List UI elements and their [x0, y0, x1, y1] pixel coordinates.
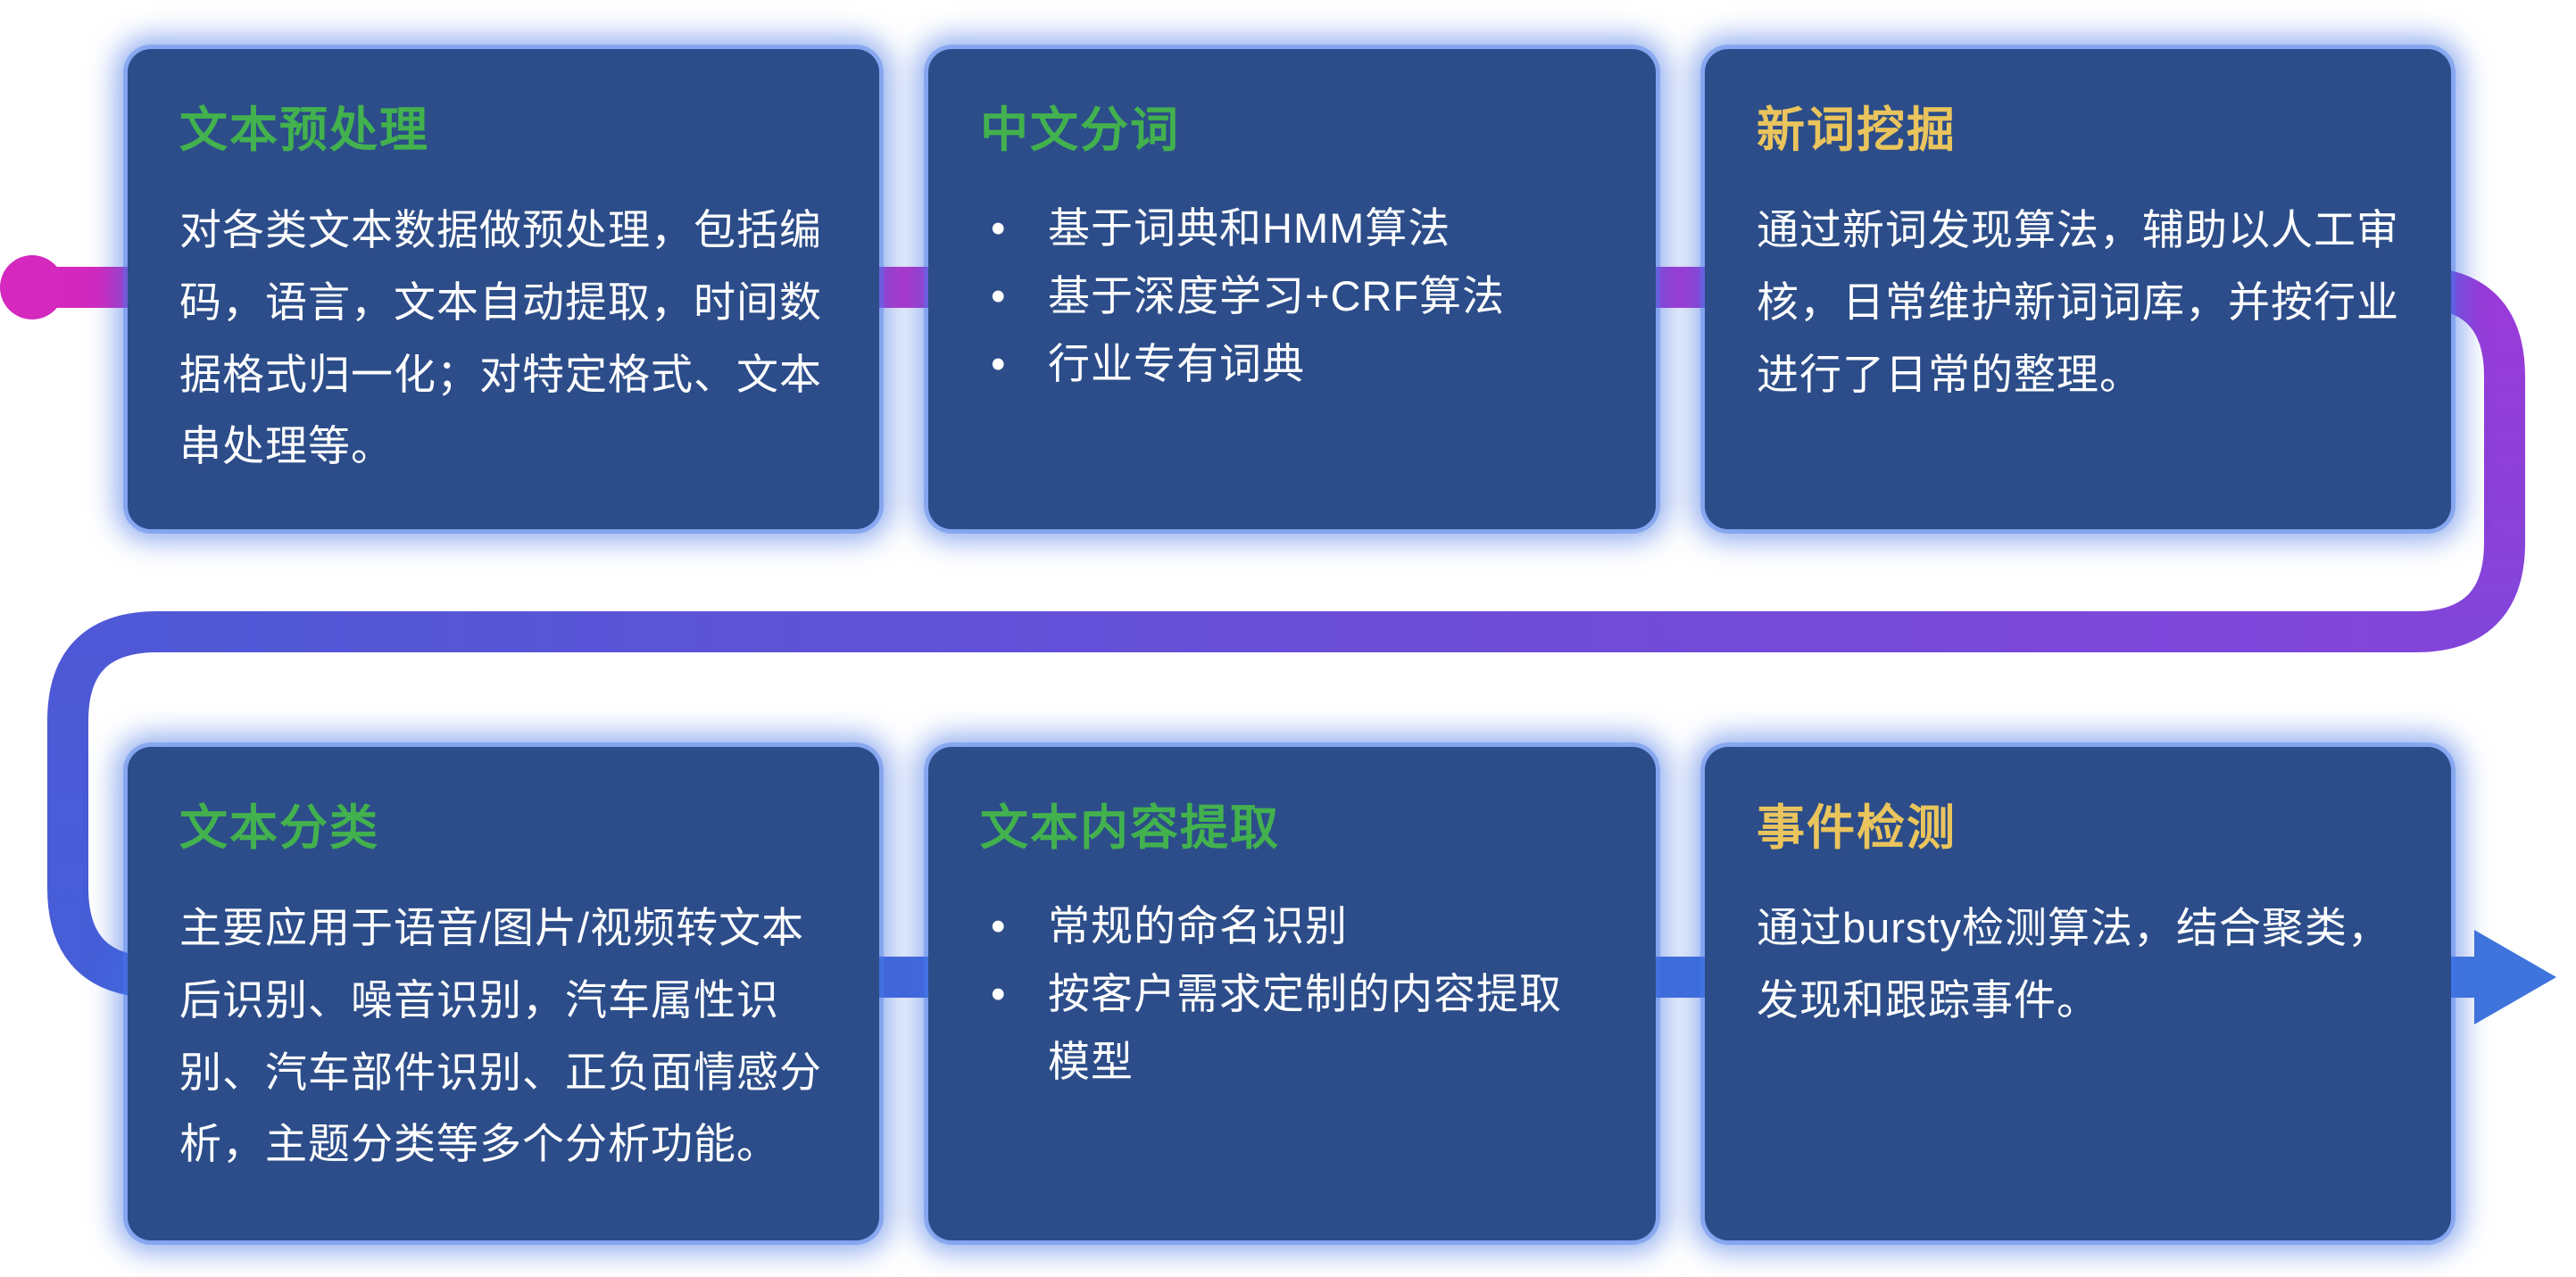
card-body: 通过bursty检测算法，结合聚类，发现和跟踪事件。 — [1757, 904, 2390, 1024]
card-text-classification: 文本分类 主要应用于语音/图片/视频转文本后识别、噪音识别，汽车属性识别、汽车部… — [128, 747, 879, 1240]
card-title: 事件检测 — [1757, 801, 1957, 855]
bullet-item: 基于词典和HMM算法 — [980, 195, 1604, 262]
card-bullet-list: 常规的命名识别 按客户需求定制的内容提取模型 — [980, 892, 1604, 1096]
card-chinese-word-segmentation: 中文分词 基于词典和HMM算法 基于深度学习+CRF算法 行业专有词典 — [928, 49, 1656, 529]
bullet-item: 基于深度学习+CRF算法 — [980, 262, 1604, 330]
flow-curve-right — [2414, 267, 2525, 652]
card-body: 主要应用于语音/图片/视频转文本后识别、噪音识别，汽车属性识别、汽车部件识别、正… — [179, 904, 822, 1168]
flow-start-dot-icon — [0, 255, 64, 319]
card-body: 通过新词发现算法，辅助以人工审核，日常维护新词词库，并按行业进行了日常的整理。 — [1757, 206, 2399, 398]
card-new-word-mining: 新词挖掘 通过新词发现算法，辅助以人工审核，日常维护新词词库，并按行业进行了日常… — [1705, 49, 2451, 529]
card-title: 文本分类 — [179, 801, 379, 855]
card-text-preprocessing: 文本预处理 对各类文本数据做预处理，包括编码，语言，文本自动提取，时间数据格式归… — [128, 49, 879, 529]
card-event-detection: 事件检测 通过bursty检测算法，结合聚类，发现和跟踪事件。 — [1705, 747, 2451, 1240]
bullet-item: 按客户需求定制的内容提取模型 — [980, 960, 1604, 1096]
card-title: 中文分词 — [980, 104, 1180, 157]
card-title: 新词挖掘 — [1757, 104, 1957, 157]
arrow-right-icon — [2474, 930, 2556, 1024]
card-title: 文本内容提取 — [980, 801, 1280, 855]
card-body: 对各类文本数据做预处理，包括编码，语言，文本自动提取，时间数据格式归一化；对特定… — [179, 206, 822, 470]
card-text-content-extraction: 文本内容提取 常规的命名识别 按客户需求定制的内容提取模型 — [928, 747, 1656, 1240]
card-title: 文本预处理 — [179, 104, 429, 157]
bullet-item: 行业专有词典 — [980, 330, 1604, 398]
card-bullet-list: 基于词典和HMM算法 基于深度学习+CRF算法 行业专有词典 — [980, 195, 1604, 399]
bullet-item: 常规的命名识别 — [980, 892, 1604, 960]
flow-curve-left — [47, 611, 158, 998]
